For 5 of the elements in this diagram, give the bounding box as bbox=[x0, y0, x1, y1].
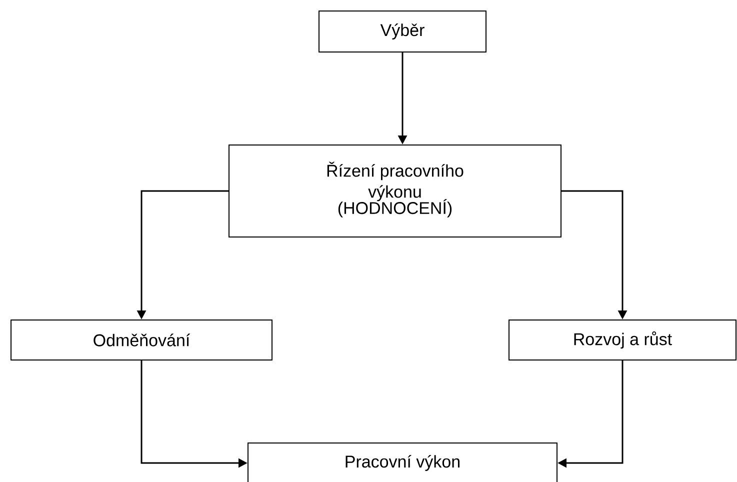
process-box: Výběr bbox=[318, 10, 486, 52]
process-box: Pracovní výkon bbox=[248, 442, 558, 482]
process-box: Řízení pracovního výkonu (HODNOCENÍ) bbox=[228, 144, 562, 238]
process-box: Odměňování bbox=[10, 320, 272, 360]
process-box: Rozvoj a růst bbox=[508, 320, 736, 360]
